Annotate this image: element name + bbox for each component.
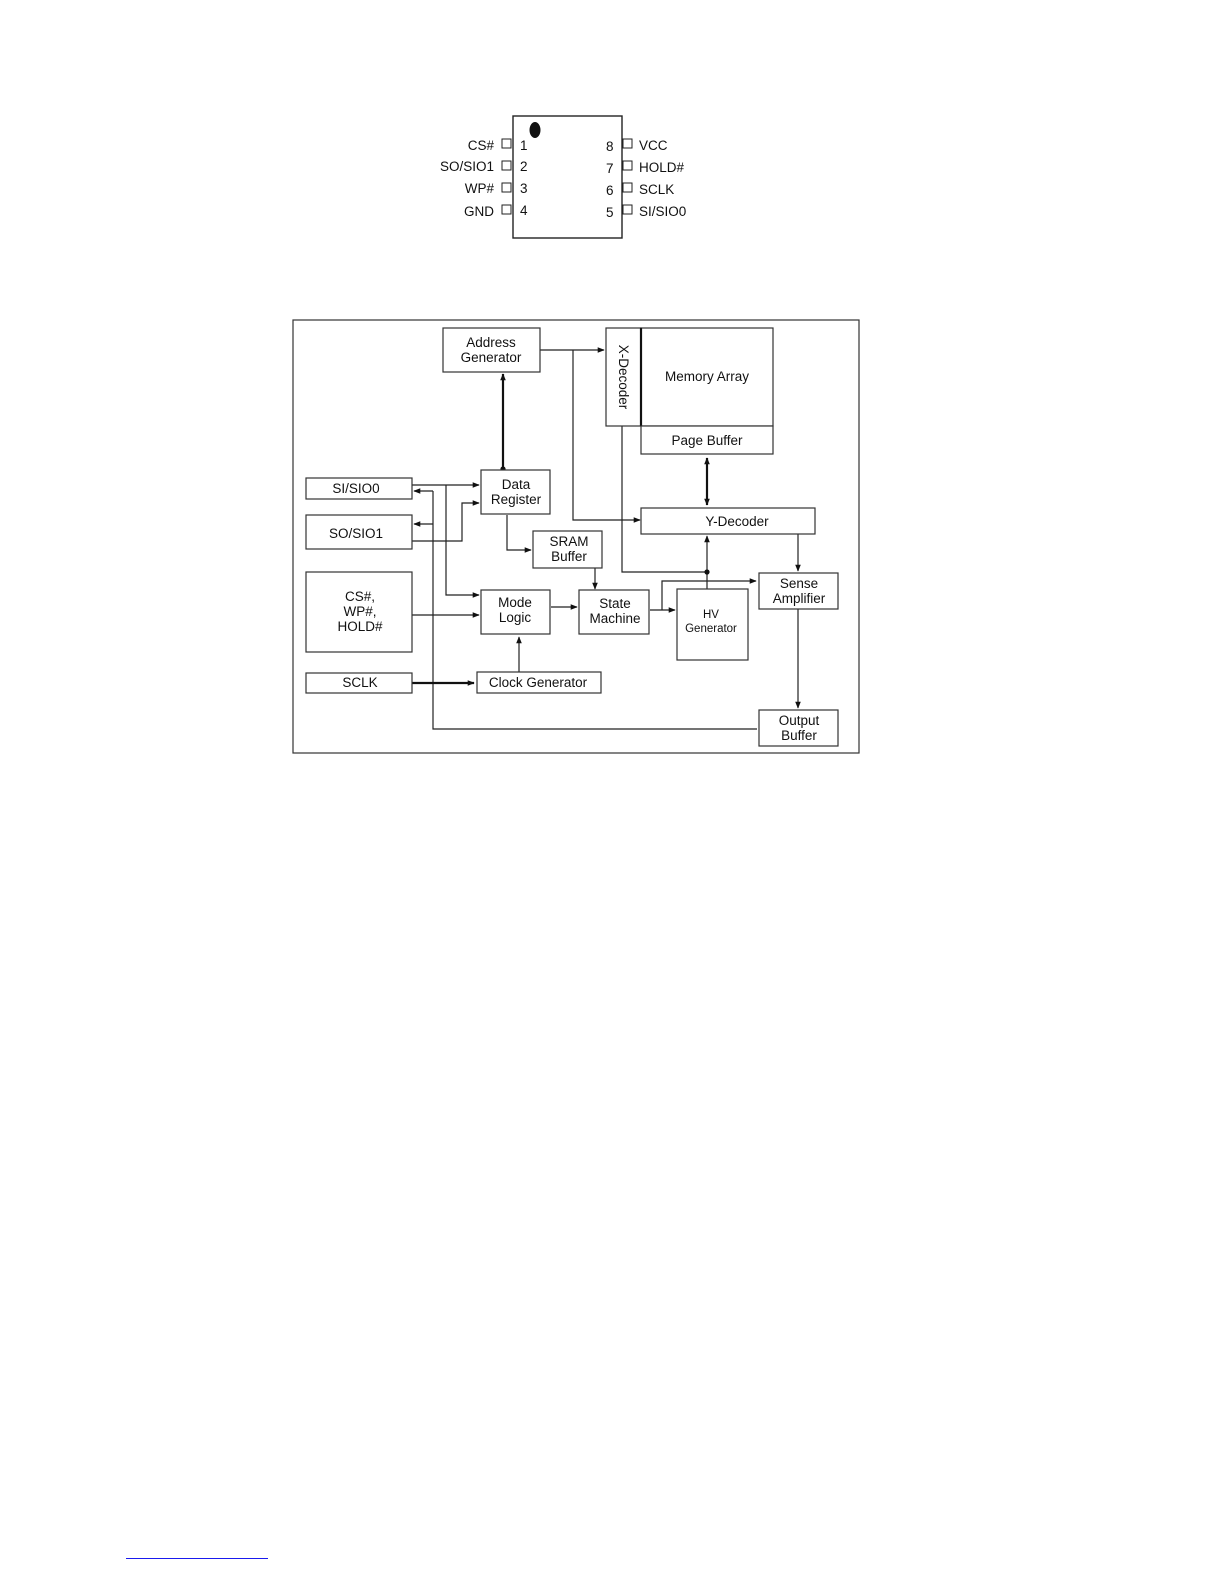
address-generator-block: Address Generator [443, 328, 540, 372]
block-label: Sense [780, 576, 818, 591]
pin-pad [623, 139, 632, 148]
pin-number: 2 [520, 159, 528, 174]
pin-label: WP# [465, 181, 495, 196]
pin-number: 5 [606, 205, 614, 220]
block-label: SRAM [549, 534, 588, 549]
block-label: WP#, [343, 604, 376, 619]
block-label: X-Decoder [616, 345, 631, 410]
block-label: SI/SIO0 [332, 481, 379, 496]
block-label: Machine [589, 611, 640, 626]
block-label: Logic [499, 610, 532, 625]
control-pins-block: CS#, WP#, HOLD# [306, 572, 412, 652]
pin-pad [502, 161, 511, 170]
mode-logic-block: Mode Logic [481, 590, 550, 634]
block-label: Generator [461, 350, 522, 365]
block-label: HOLD# [337, 619, 383, 634]
hv-generator-block: HV Generator [677, 589, 748, 660]
output-buffer-block: Output Buffer [759, 710, 838, 746]
block-label: Buffer [551, 549, 587, 564]
pin-label: SCLK [639, 182, 674, 197]
block-label: SCLK [342, 675, 377, 690]
y-decoder-block: Y-Decoder [641, 508, 815, 534]
pin-label: VCC [639, 138, 668, 153]
pin-number: 3 [520, 181, 528, 196]
data-register-block: Data Register [481, 470, 550, 514]
block-label: Buffer [781, 728, 817, 743]
pin-pad [623, 161, 632, 170]
pin-pad [502, 183, 511, 192]
block-label: Amplifier [773, 591, 826, 606]
pin-label: SI/SIO0 [639, 204, 686, 219]
block-label: Memory Array [665, 369, 749, 384]
block-label: Data [502, 477, 531, 492]
page-buffer-block: Page Buffer [641, 426, 773, 454]
sclk-block: SCLK [306, 673, 412, 693]
block-label: HV [703, 609, 719, 621]
block-diagram: Address Generator X-Decoder Memory Array… [293, 320, 859, 753]
pin-number: 8 [606, 139, 614, 154]
pin-number: 4 [520, 203, 528, 218]
footnote-separator [126, 1558, 268, 1559]
pin-label: HOLD# [639, 160, 685, 175]
pin-pad [502, 205, 511, 214]
sram-buffer-block: SRAM Buffer [533, 531, 602, 568]
block-label: SO/SIO1 [329, 526, 383, 541]
sense-amplifier-block: Sense Amplifier [759, 573, 838, 609]
junction-dot [704, 569, 709, 574]
block-label: Y-Decoder [705, 514, 769, 529]
pin-number: 1 [520, 138, 528, 153]
block-label: CS#, [345, 589, 375, 604]
state-machine-block: State Machine [579, 590, 649, 634]
x-decoder-block: X-Decoder [606, 328, 641, 426]
memory-array-block: Memory Array [641, 328, 773, 426]
block-label: Mode [498, 595, 532, 610]
pin-pad [623, 183, 632, 192]
si-sio0-block: SI/SIO0 [306, 478, 412, 499]
pin-pad [502, 139, 511, 148]
so-sio1-block: SO/SIO1 [306, 515, 412, 549]
block-label: Page Buffer [671, 433, 743, 448]
pin-label: SO/SIO1 [440, 159, 494, 174]
wire-datareg-sram [507, 515, 531, 550]
pin-pad [623, 205, 632, 214]
pin-number: 7 [606, 161, 614, 176]
block-label: Clock Generator [489, 675, 588, 690]
block-label: State [599, 596, 631, 611]
pin-label: CS# [468, 138, 495, 153]
block-label: Register [491, 492, 542, 507]
pin-number: 6 [606, 183, 614, 198]
block-label: Generator [685, 623, 737, 635]
pin-label: GND [464, 204, 494, 219]
pinout-package: CS# 1 SO/SIO1 2 WP# 3 GND 4 8 VCC 7 [440, 116, 686, 238]
clock-generator-block: Clock Generator [477, 672, 601, 693]
pin1-dot-marker [530, 122, 541, 138]
block-label: Output [779, 713, 820, 728]
block-label: Address [466, 335, 516, 350]
